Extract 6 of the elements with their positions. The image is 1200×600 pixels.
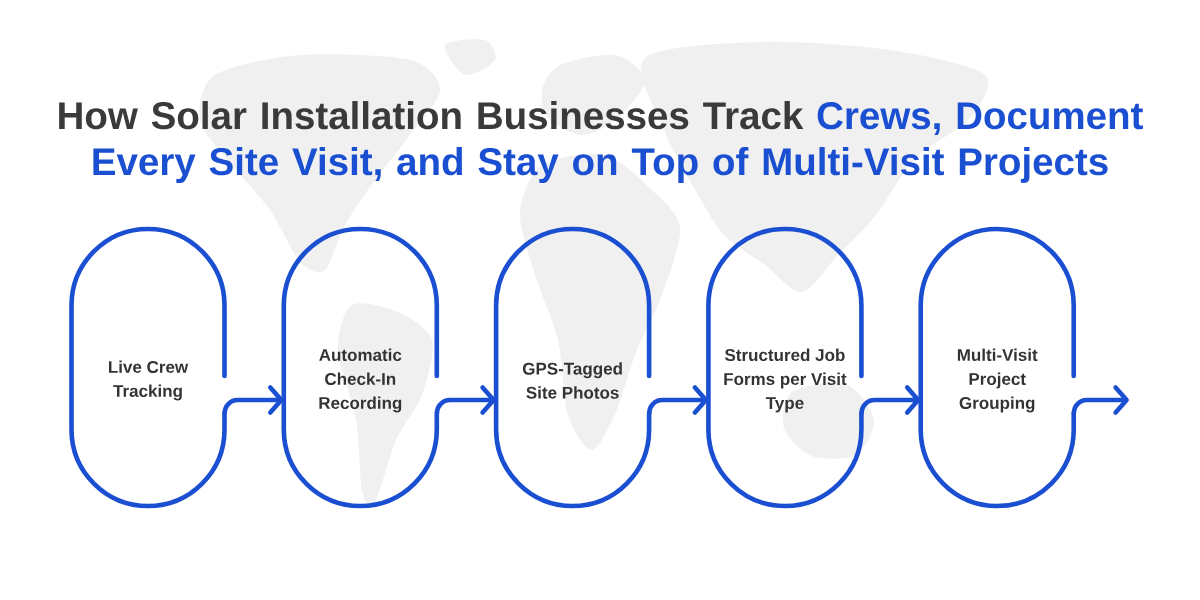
arrow [222, 385, 284, 416]
arrow [434, 385, 496, 416]
arrow [647, 385, 709, 416]
title: How Solar Installation Businesses Track Crews, Document Every Site Visit, and Stay on Top of Multi-Visit Projects [59, 101, 1143, 183]
arrow [859, 385, 921, 416]
arrow [1071, 385, 1129, 416]
